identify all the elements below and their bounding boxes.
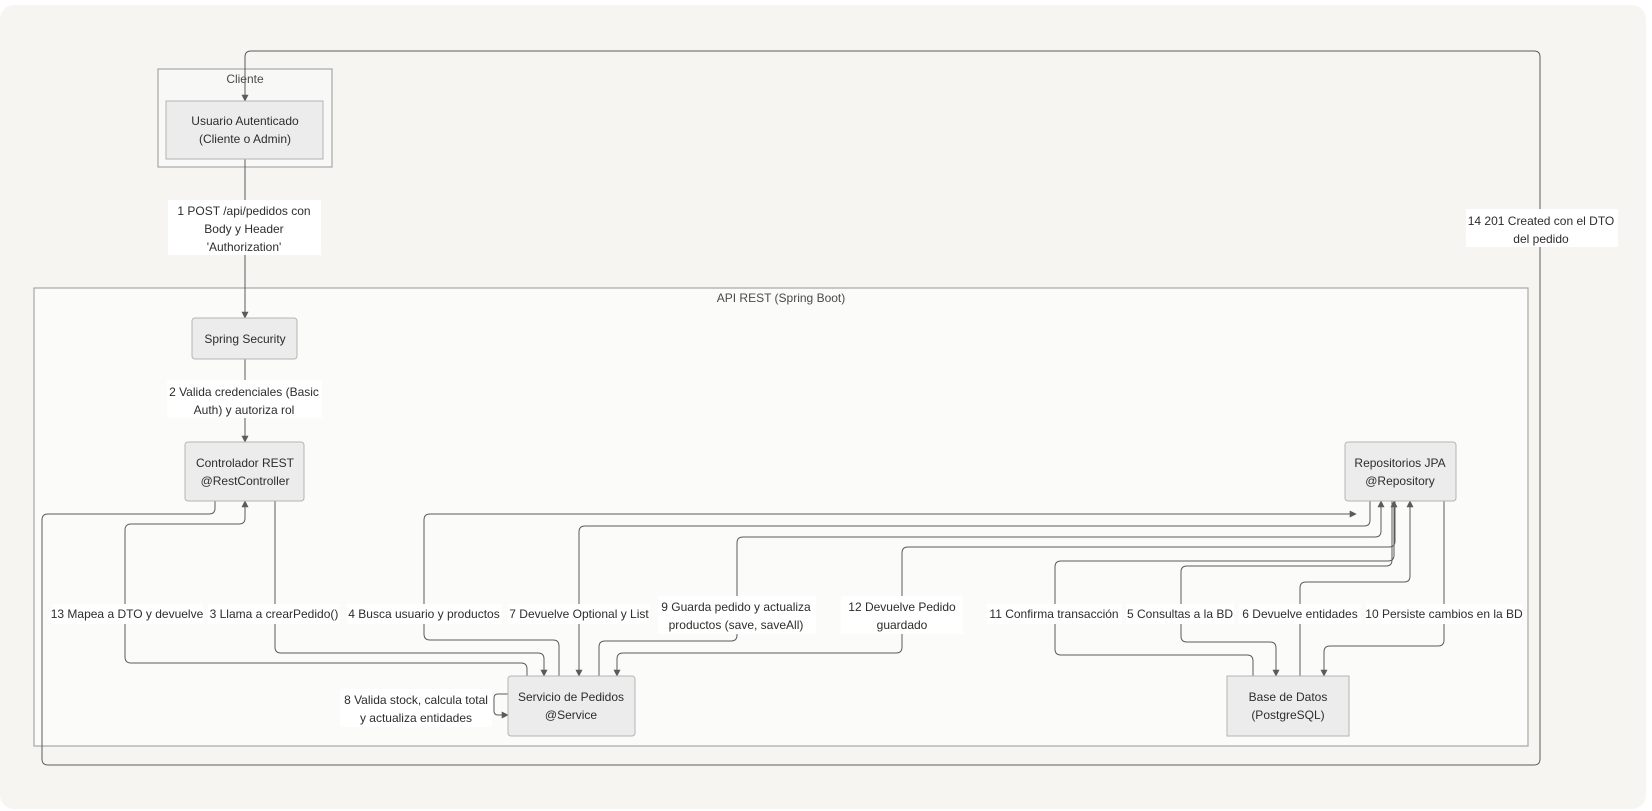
edge-label-10: 10 Persiste cambios en la BD	[1365, 604, 1523, 624]
edge-label-7-line-1: 7 Devuelve Optional y List	[509, 607, 649, 621]
edge-14-controller-to-user	[41, 50, 1541, 766]
edge-label-8-line-2: y actualiza entidades	[360, 711, 472, 725]
edge-label-4-line-1: 4 Busca usuario y productos	[348, 607, 499, 621]
edge-label-4: 4 Busca usuario y productos	[347, 604, 502, 624]
edge-6-db-to-repos	[1299, 500, 1414, 676]
edge-9-service-to-repos	[598, 500, 1385, 676]
edge-label-14-line-1: 14 201 Created con el DTO	[1468, 214, 1615, 228]
edge-label-11: 11 Confirma transacción	[987, 604, 1122, 624]
edge-7-repos-to-service	[575, 501, 1371, 677]
edge-label-12-line-2: guardado	[877, 618, 928, 632]
edge-10-repos-to-db	[1320, 501, 1445, 677]
node-repos-line1: Repositorios JPA	[1354, 456, 1445, 470]
node-db[interactable]: Base de Datos (PostgreSQL)	[1226, 675, 1350, 737]
edge-8-service-self-loop	[493, 693, 509, 719]
node-security[interactable]: Spring Security	[191, 317, 298, 360]
edge-label-6-line-1: 6 Devuelve entidades	[1242, 607, 1357, 621]
edge-label-2-line-2: Auth) y autoriza rol	[194, 403, 295, 417]
node-service-line2: @Service	[545, 708, 598, 722]
edge-label-8-line-1: 8 Valida stock, calcula total	[344, 693, 488, 707]
edge-label-1-line-2: Body y Header	[204, 222, 283, 236]
edge-label-5: 5 Consultas a la BD	[1126, 604, 1234, 624]
cluster-api-title: API REST (Spring Boot)	[717, 291, 846, 305]
edge-label-3: 3 Llama a crearPedido()	[208, 604, 340, 624]
node-db-line2: (PostgreSQL)	[1251, 708, 1324, 722]
node-user-box	[165, 100, 324, 160]
edge-13-service-to-controller	[124, 500, 528, 676]
edge-label-2-line-1: 2 Valida credenciales (Basic	[169, 385, 319, 399]
node-repos[interactable]: Repositorios JPA @Repository	[1344, 441, 1457, 502]
node-repos-box	[1344, 441, 1457, 502]
edge-label-9: 9 Guarda pedido y actualiza productos (s…	[658, 596, 816, 634]
node-db-box	[1226, 675, 1350, 737]
node-controller[interactable]: Controlador REST @RestController	[184, 441, 305, 502]
edge-label-3-line-1: 3 Llama a crearPedido()	[210, 607, 339, 621]
node-security-line1: Spring Security	[204, 332, 285, 346]
edge-label-8: 8 Valida stock, calcula total y actualiz…	[340, 689, 492, 727]
edge-label-5-line-1: 5 Consultas a la BD	[1127, 607, 1233, 621]
edge-label-9-line-1: 9 Guarda pedido y actualiza	[661, 600, 811, 614]
edge-label-2: 2 Valida credenciales (Basic Auth) y aut…	[167, 380, 322, 418]
edge-label-14: 14 201 Created con el DTO del pedido	[1466, 209, 1618, 247]
edge-label-13-line-1: 13 Mapea a DTO y devuelve	[51, 607, 204, 621]
nodes: Usuario Autenticado (Cliente o Admin) Sp…	[165, 100, 1457, 737]
edge-label-1-line-1: 1 POST /api/pedidos con	[177, 204, 310, 218]
edge-labels: 1 POST /api/pedidos con Body y Header 'A…	[51, 200, 1618, 727]
edge-label-1-line-3: 'Authorization'	[207, 240, 282, 254]
edge-3-controller-to-service	[274, 501, 548, 677]
node-user-line1: Usuario Autenticado	[191, 114, 299, 128]
edge-label-9-line-2: productos (save, saveAll)	[669, 618, 804, 632]
cluster-api-box	[33, 287, 1529, 747]
edge-label-11-line-1: 11 Confirma transacción	[989, 607, 1118, 621]
node-user-line2: (Cliente o Admin)	[199, 132, 291, 146]
edge-label-12: 12 Devuelve Pedido guardado	[841, 596, 963, 634]
node-service[interactable]: Servicio de Pedidos @Service	[507, 675, 636, 737]
cluster-api: API REST (Spring Boot)	[33, 287, 1529, 747]
edge-4-service-to-repos	[423, 510, 1357, 676]
node-db-line1: Base de Datos	[1249, 690, 1328, 704]
node-controller-line2: @RestController	[201, 474, 290, 488]
node-repos-line2: @Repository	[1365, 474, 1435, 488]
edge-label-6: 6 Devuelve entidades	[1239, 604, 1361, 624]
node-security-box	[191, 317, 298, 360]
node-controller-box	[184, 441, 305, 502]
edge-label-12-line-1: 12 Devuelve Pedido	[848, 600, 956, 614]
node-service-box	[507, 675, 636, 737]
edge-label-1: 1 POST /api/pedidos con Body y Header 'A…	[168, 200, 321, 255]
edge-label-7: 7 Devuelve Optional y List	[508, 604, 650, 624]
edge-label-10-line-1: 10 Persiste cambios en la BD	[1365, 607, 1523, 621]
edge-label-14-line-2: del pedido	[1513, 232, 1569, 246]
node-user[interactable]: Usuario Autenticado (Cliente o Admin)	[165, 100, 324, 160]
node-controller-line1: Controlador REST	[196, 456, 295, 470]
node-service-line1: Servicio de Pedidos	[518, 690, 624, 704]
edge-label-13: 13 Mapea a DTO y devuelve	[51, 604, 204, 624]
